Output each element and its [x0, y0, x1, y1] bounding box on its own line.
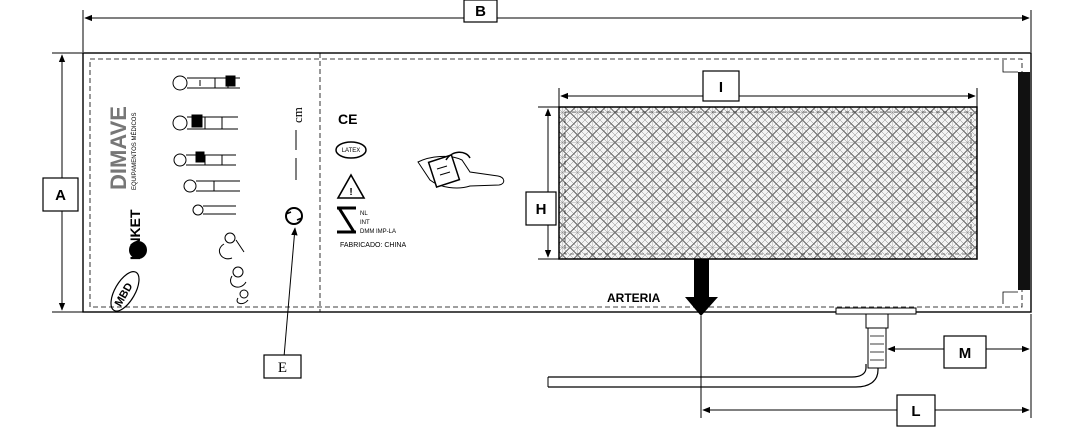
label-e: E: [278, 360, 287, 376]
label-box-h: [525, 191, 557, 226]
latex-text: LATEX: [342, 148, 361, 154]
fabricado-text: FABRICADO: CHINA: [340, 242, 406, 249]
label-box-i: [702, 70, 740, 102]
brand-panel: DIMAVE EQUIPAMENTOS MÉDICOS LINKET MBD: [106, 75, 305, 312]
dimave-logo: DIMAVE: [106, 106, 131, 190]
adult-small-figure-icon: [173, 151, 236, 167]
dimension-h: H: [525, 106, 559, 260]
tube-connector: [547, 307, 917, 388]
dimension-a: A: [42, 52, 83, 313]
callout-e: E: [263, 227, 302, 379]
premature-figure-icon: [236, 289, 249, 305]
dimave-tagline: EQUIPAMENTOS MÉDICOS: [131, 113, 138, 190]
artery-marker-icon: [685, 259, 718, 316]
label-b: B: [475, 3, 486, 20]
label-a: A: [55, 187, 66, 204]
label-l: L: [911, 403, 920, 420]
child-figure-icon: [183, 179, 240, 193]
label-m: M: [959, 345, 972, 362]
infant-figure-icon: [192, 204, 236, 216]
label-box-m: [943, 335, 987, 369]
linket-dot-icon: [129, 241, 147, 259]
index-marker-ticks: [285, 211, 303, 221]
mark-line-2: INT: [360, 220, 370, 226]
mark-line-3: DMM IMP-LA: [360, 229, 396, 235]
cm-unit: cm: [290, 107, 305, 123]
label-box-b: [463, 0, 498, 23]
dimension-b: B: [82, 0, 1032, 52]
warning-icon: !: [336, 173, 366, 199]
bladder: [558, 106, 978, 260]
neonate-small-figure-icon: [230, 266, 247, 288]
dimension-i: I: [558, 70, 978, 107]
manufacturer-mark-icon: [337, 206, 356, 234]
label-i: I: [719, 79, 723, 96]
neonate-figure-icon: [219, 232, 245, 260]
velcro-strip: [1018, 72, 1030, 290]
latex-icon: [335, 141, 367, 159]
label-box-e: [263, 354, 302, 379]
adult-large-figure-icon: [172, 75, 240, 91]
arm-cuff-pictogram-icon: [417, 151, 505, 189]
regulatory-panel: CE LATEX ! NL INT DMM IMP-LA FABRICADO: …: [335, 111, 406, 249]
svg-text:!: !: [349, 187, 352, 198]
dimension-m: M: [887, 314, 1032, 418]
label-h: H: [536, 201, 547, 218]
ce-mark: CE: [338, 111, 357, 127]
arteria-label: ARTERIA: [607, 291, 661, 305]
adult-figure-icon: [172, 114, 238, 131]
dimension-l: L: [700, 316, 1030, 427]
index-marker-icon: [285, 207, 303, 225]
mark-line-1: NL: [360, 211, 368, 217]
label-box-a: [42, 177, 79, 212]
label-box-l: [896, 394, 936, 427]
